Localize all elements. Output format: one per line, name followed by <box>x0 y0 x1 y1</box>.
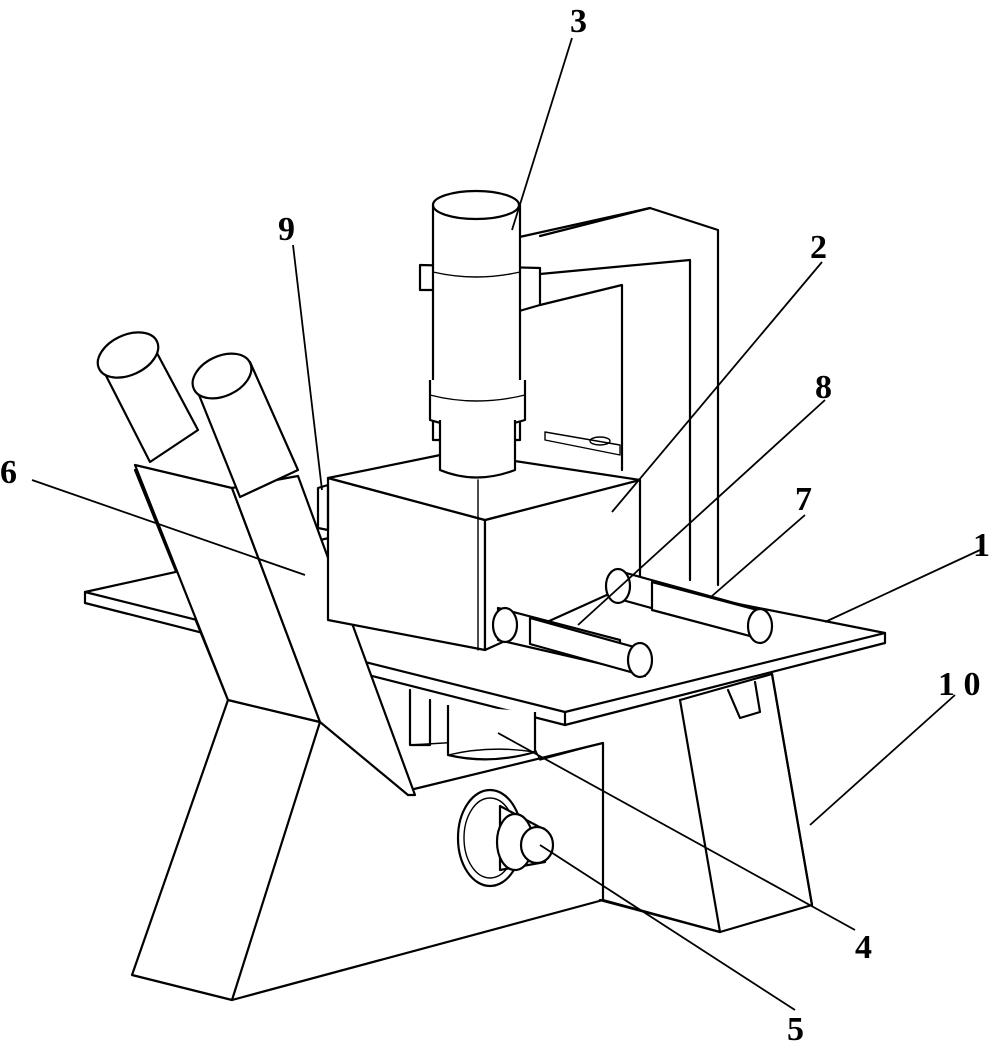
focus-knob <box>456 788 555 888</box>
lower-lens-tube <box>446 705 537 761</box>
leader-lines <box>31 37 981 1011</box>
camera-objective <box>418 189 542 521</box>
callout-10: 1 0 <box>938 666 981 703</box>
leader-5 <box>539 844 796 1011</box>
leader-1 <box>824 549 981 623</box>
callout-8: 8 <box>815 369 832 406</box>
leader-7 <box>711 514 806 597</box>
callout-3: 3 <box>570 3 587 40</box>
leader-8 <box>577 399 826 626</box>
eyepiece-assembly <box>96 331 417 797</box>
callout-1: 1 <box>973 527 990 564</box>
callout-2: 2 <box>810 229 827 266</box>
callout-4: 4 <box>855 929 872 966</box>
callout-6: 6 <box>0 454 17 491</box>
leader-4 <box>497 732 856 931</box>
callout-labels: 3 2 8 9 6 7 1 1 0 4 5 <box>0 3 990 1048</box>
leader-9 <box>292 244 323 491</box>
housing-box <box>316 450 642 652</box>
leader-3 <box>511 37 573 231</box>
leader-10 <box>809 694 956 826</box>
callout-9: 9 <box>278 211 295 248</box>
rollers <box>491 567 774 679</box>
callout-7: 7 <box>795 481 812 518</box>
leader-2 <box>611 261 823 513</box>
leader-6 <box>31 479 306 576</box>
callout-5: 5 <box>787 1011 804 1048</box>
